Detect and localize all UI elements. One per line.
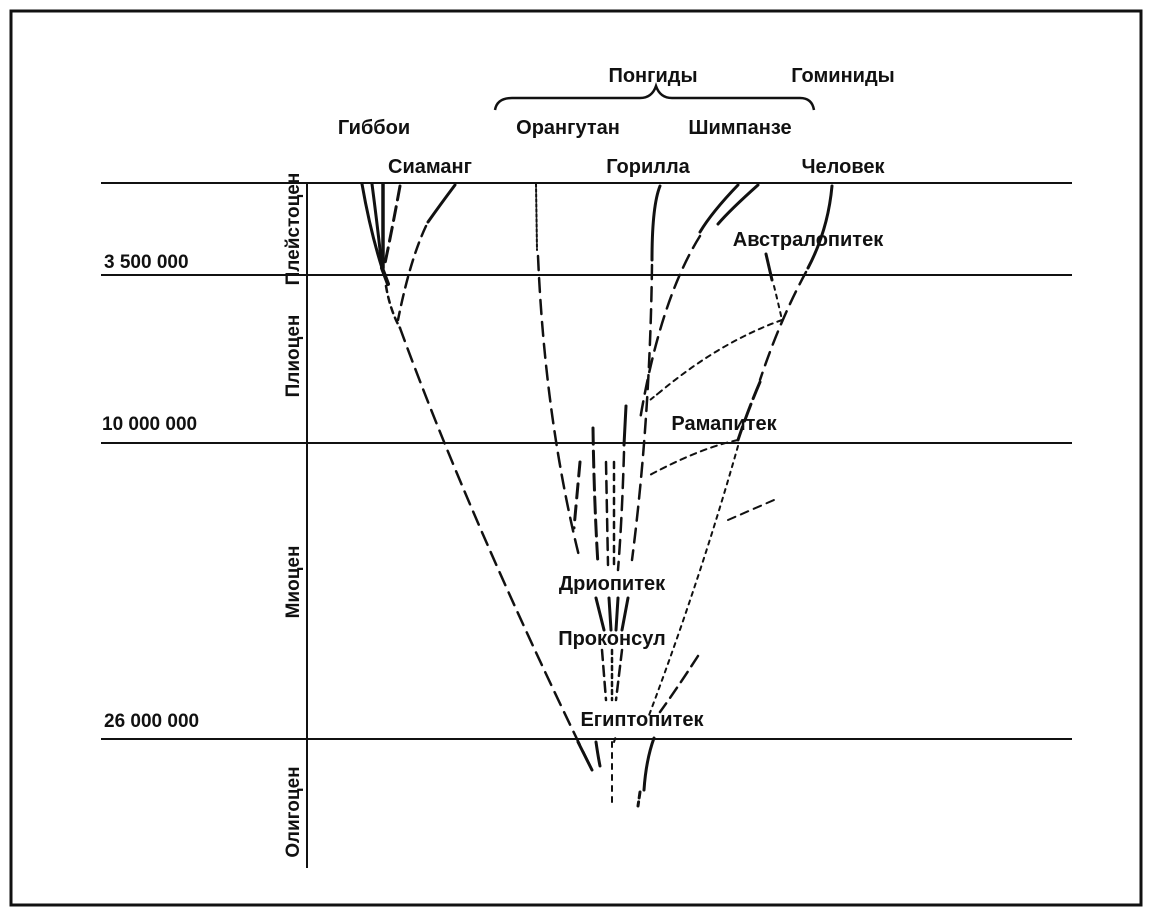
orangutan-lineage [535, 183, 582, 562]
label-proconsul: Проконсул [558, 628, 666, 650]
label-orangutan: Орангутан [516, 117, 620, 139]
label-human: Человек [802, 156, 886, 178]
label-pongids: Понгиды [608, 65, 697, 87]
gibbon-lineages [360, 182, 594, 772]
label-chimpanzee: Шимпанзе [688, 117, 791, 139]
label-date-10000000: 10 000 000 [102, 414, 197, 435]
label-epoch-oligocene: Олигоцен [283, 766, 304, 857]
label-gorilla: Горилла [606, 156, 690, 178]
label-aegyptopithecus: Египтопитек [580, 709, 704, 731]
label-date-26000000: 26 000 000 [104, 711, 199, 732]
label-epoch-pleistocene: Плейстоцен [283, 173, 304, 286]
label-dryopithecus: Дриопитек [559, 573, 666, 595]
dryopithecus-fan [591, 426, 630, 702]
gorilla-lineage [630, 184, 662, 562]
label-australopithecus: Австралопитек [733, 229, 884, 251]
label-date-3500000: 3 500 000 [104, 252, 189, 273]
hominid-lineage [647, 184, 834, 719]
label-epoch-pliocene: Плиоцен [283, 315, 304, 398]
diagram-frame [9, 9, 1143, 907]
label-siamang: Сиаманг [388, 156, 472, 178]
pongids-brace [493, 82, 816, 111]
label-gibbons: Гиббои [338, 117, 410, 139]
label-ramapithecus: Рамапитек [671, 413, 777, 435]
oligocene-stems [576, 735, 656, 808]
label-epoch-miocene: Миоцен [283, 546, 304, 619]
label-hominids: Гоминиды [791, 65, 895, 87]
chimpanzee-lineage [616, 183, 760, 572]
